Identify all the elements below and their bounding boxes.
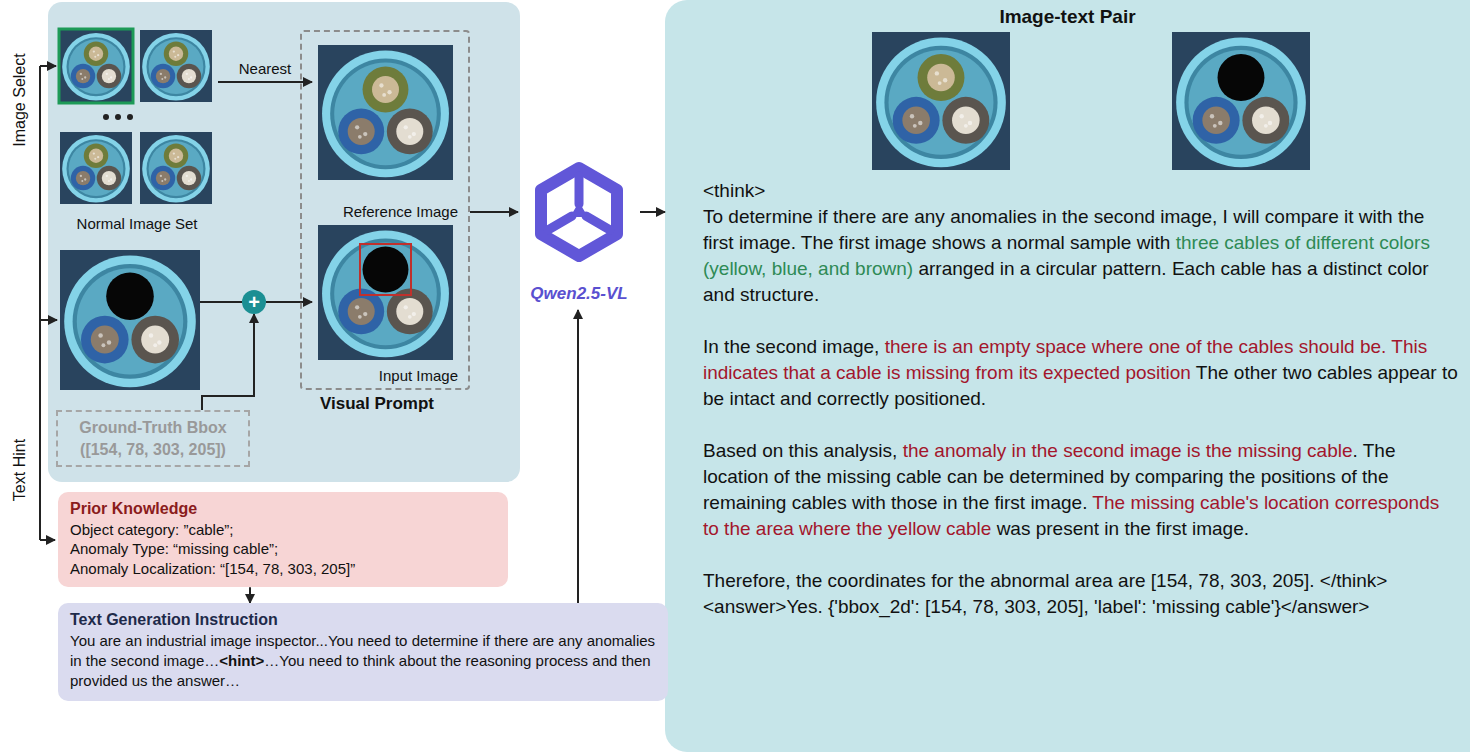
image-label: Reference Image <box>343 203 458 220</box>
image-set: Normal Image Set <box>56 26 218 232</box>
paragraph: <think> <box>703 178 1460 204</box>
pair-photo-defect <box>1172 32 1310 170</box>
panel-title: Image-text Pair <box>665 6 1470 28</box>
instruction-text: You are an industrial image inspector...… <box>70 631 656 692</box>
image-text-panel: Image-text Pair <think> To determine if th… <box>665 0 1470 752</box>
model-name: Qwen2.5-VL <box>530 284 627 304</box>
knowledge-line: Anomaly Type: “missing cable”; <box>70 539 496 559</box>
box-heading: Prior Knowledge <box>70 499 496 520</box>
image-set-label: Normal Image Set <box>77 215 198 232</box>
arrow-connector <box>640 211 665 213</box>
bbox-text: Ground-Truth Bbox ([154, 78, 303, 205]) <box>64 417 242 460</box>
model-logo: Qwen2.5-VL <box>518 160 640 310</box>
image-label: Input Image <box>379 367 458 384</box>
input-photo <box>318 225 453 360</box>
paragraph: Therefore, the coordinates for the abnor… <box>703 568 1460 620</box>
arrow-connector <box>470 211 518 213</box>
reasoning-line: <think> <box>703 180 765 201</box>
instruction-box: Text Generation InstructionYou are an in… <box>58 603 668 701</box>
model-icon <box>541 168 617 256</box>
prior-knowledge-box: Prior KnowledgeObject category: ”cable”;… <box>58 492 508 587</box>
arrow-connector <box>266 301 312 303</box>
paragraph: In the second image, there is an empty s… <box>703 334 1460 412</box>
arrow-connector <box>577 310 579 603</box>
visual-prompt-label: Visual Prompt <box>320 394 434 414</box>
highlighted-text: the anomaly in the second image is the m… <box>903 440 1353 461</box>
reference-photo <box>318 45 453 180</box>
bbox-hint-box: Ground-Truth Bbox ([154, 78, 303, 205]) <box>56 410 250 467</box>
normal-images <box>59 29 212 204</box>
select-lines <box>40 66 57 540</box>
input-image: Input Image <box>312 222 458 384</box>
merge-line <box>200 301 242 303</box>
reasoning-line: Based on this analysis, <box>703 440 897 461</box>
knowledge-line: Object category: ”cable”; <box>70 520 496 540</box>
right-panel <box>665 0 1470 752</box>
edge-label: Nearest <box>239 60 292 77</box>
reasoning-text: <think> To determine if there are any ano… <box>703 178 1460 620</box>
reasoning-line: In the second image, <box>703 336 879 357</box>
arrow-connector <box>249 587 251 603</box>
merge-symbol: + <box>242 290 266 314</box>
reference-image: Reference Image <box>312 42 458 220</box>
box-heading: Text Generation Instruction <box>70 610 656 631</box>
paragraph: Based on this analysis, the anomaly in t… <box>703 438 1460 542</box>
arrow-connector <box>202 314 254 410</box>
plus-sign: + <box>248 292 260 312</box>
side-label: Text Hint <box>10 400 30 540</box>
left-panel <box>48 2 520 482</box>
pair-photo-normal <box>872 32 1010 170</box>
hint-tag: <hint> <box>219 652 264 669</box>
reasoning-line: was present in the first image. <box>997 518 1249 539</box>
defect-photo <box>60 250 200 390</box>
arrow-connector <box>218 81 312 83</box>
knowledge-line: Anomaly Localization: “[154, 78, 303, 20… <box>70 559 496 579</box>
paragraph: To determine if there are any anomalies … <box>703 204 1460 308</box>
side-label: Image Select <box>10 30 30 170</box>
reasoning-line: Therefore, the coordinates for the abnor… <box>703 570 1387 617</box>
visual-prompt-box: Visual PromptReference ImageInput Image <box>300 30 470 390</box>
